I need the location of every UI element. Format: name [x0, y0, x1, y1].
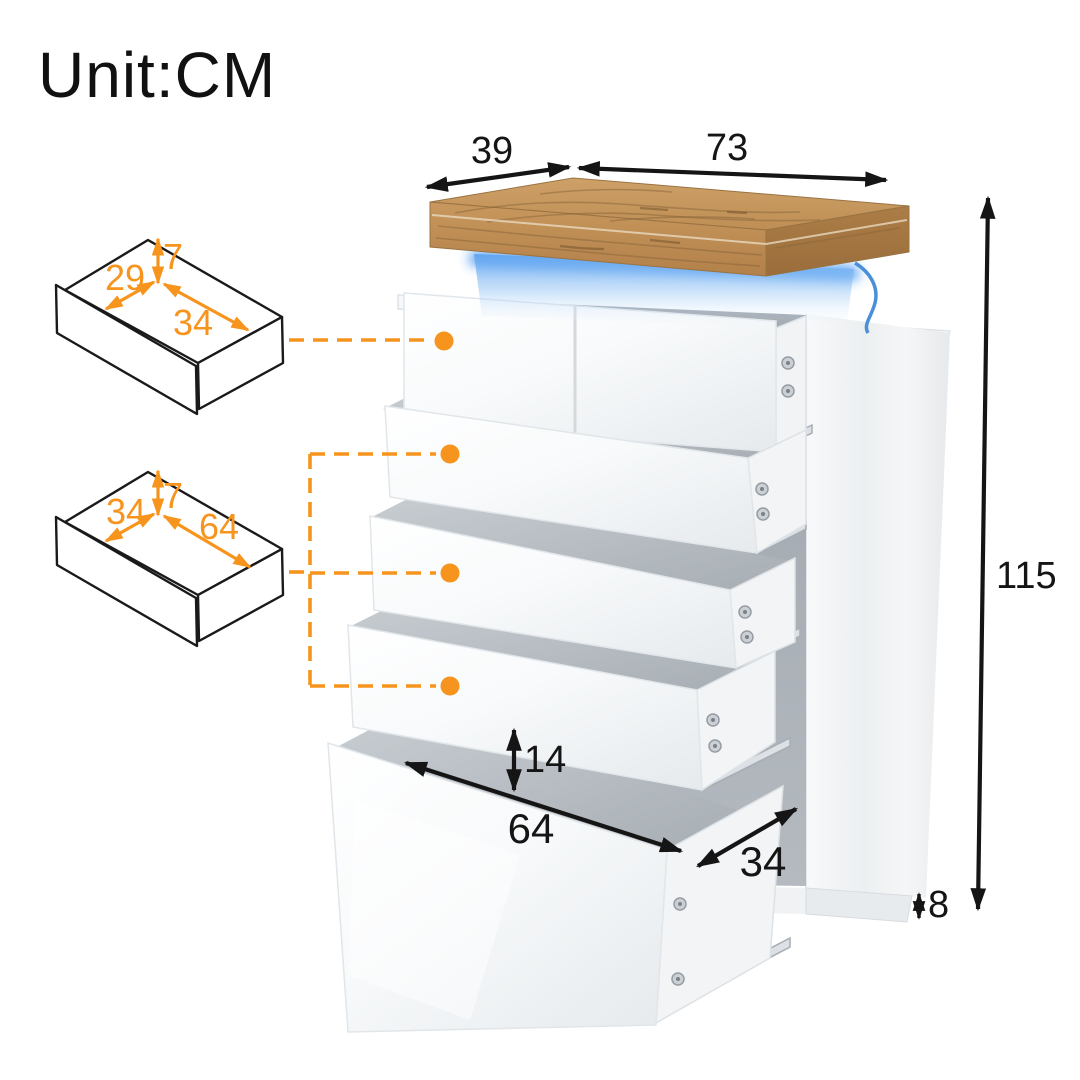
callout-dot-row2	[440, 444, 460, 464]
label-64b: 64	[199, 506, 239, 547]
drawer-row-2	[384, 405, 807, 555]
arrow-depth-34b	[104, 512, 156, 543]
label-29: 29	[105, 257, 145, 298]
drawerA-front-panel	[54, 283, 199, 416]
arrow-depth-29	[104, 280, 156, 311]
label-73: 73	[706, 127, 748, 169]
label-14: 14	[524, 739, 566, 781]
drawer-row-1	[403, 292, 807, 454]
small-drawer-diagram-top: 29 7 34	[54, 236, 285, 416]
callout-dot-row3	[440, 563, 460, 583]
label-34: 34	[740, 838, 787, 885]
label-7a: 7	[163, 236, 183, 277]
label-34b: 34	[106, 491, 146, 532]
label-7b: 7	[163, 475, 183, 516]
drawer3-floor	[370, 488, 795, 592]
wood-seam-line	[431, 214, 908, 246]
callout-dot-row1	[434, 331, 454, 351]
drawerB-right-face	[196, 547, 285, 643]
arrow-width-34a	[162, 282, 250, 332]
arrow-width-64b	[162, 514, 252, 569]
drawerB-front-panel	[54, 515, 199, 648]
led-wire	[854, 261, 878, 334]
label-115: 115	[996, 555, 1057, 597]
drawerA-right-face	[196, 315, 285, 411]
label-34a: 34	[173, 302, 213, 343]
cabinet-base-right	[805, 887, 913, 923]
wood-right-face	[765, 205, 910, 277]
unit-label: Unit:CM	[38, 39, 276, 111]
arrow-width-73	[576, 160, 889, 188]
label-64: 64	[508, 805, 555, 852]
arrow-depth-39	[424, 162, 572, 192]
callout-dot-row4	[440, 676, 460, 696]
drawer2-front	[384, 405, 758, 554]
cabinet-illustration	[327, 177, 952, 1033]
callout-connectors	[289, 331, 460, 696]
arrow-height-115	[970, 195, 996, 912]
label-39: 39	[471, 130, 513, 172]
drawer5-gloss-sheen	[348, 800, 520, 1020]
cabinet-right-panel	[806, 314, 950, 898]
label-8: 8	[928, 884, 949, 926]
arrow-inner-depth-34	[696, 807, 798, 868]
small-drawer-diagram-bottom: 34 7 64	[54, 469, 285, 648]
arrow-inner-width-64	[403, 760, 684, 854]
drawer-row-3	[369, 515, 796, 670]
drawer3-front	[369, 515, 737, 669]
drawer-row-4	[347, 624, 776, 792]
dimension-annotations: 39 73 115 8 14 64 34	[403, 127, 1057, 926]
drawer4-front	[347, 624, 703, 791]
